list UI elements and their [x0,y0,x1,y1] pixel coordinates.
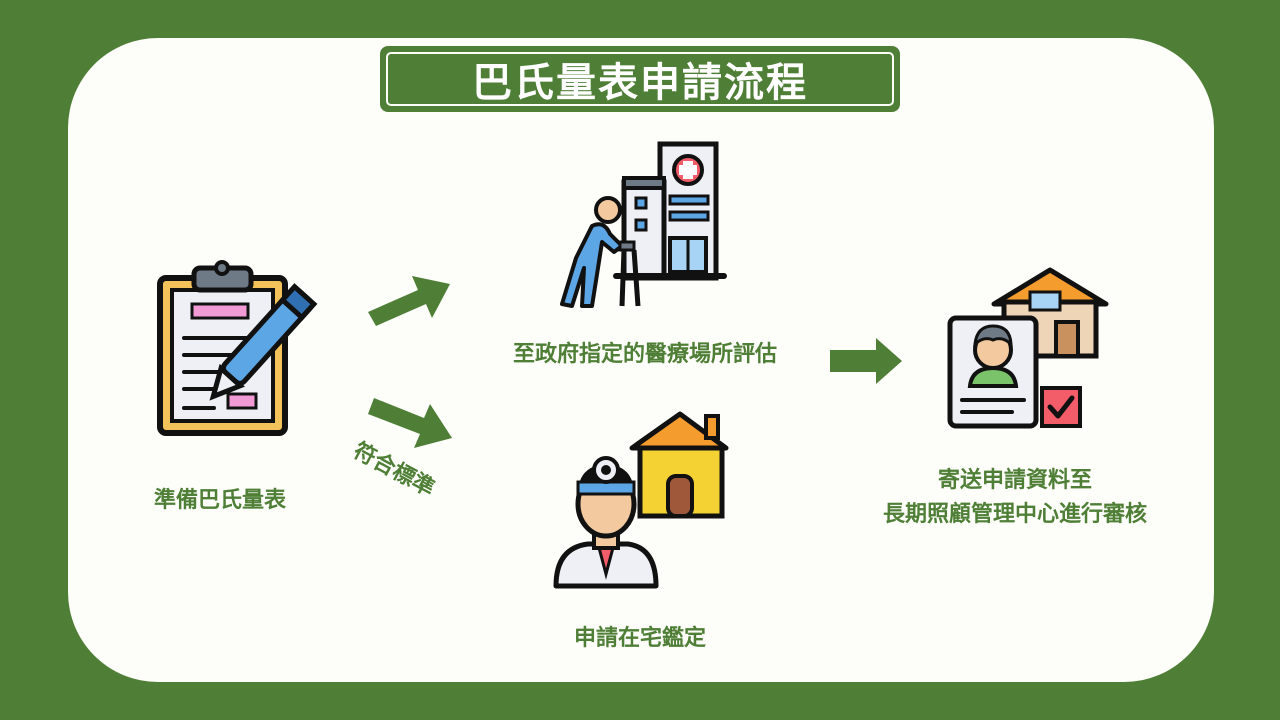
arrow-to-home [368,398,452,448]
elderly-walker-hospital-icon [560,141,727,308]
step-submit-line1: 寄送申請資料至 [937,468,1092,493]
step-hospital-label: 至政府指定的醫療場所評估 [512,342,777,367]
doctor-house-icon [553,411,729,589]
title-frame: 巴氏量表申請流程 [386,52,894,106]
clipboard-pen-icon [157,260,318,436]
step-prepare-label: 準備巴氏量表 [153,488,286,513]
page-title: 巴氏量表申請流程 [472,60,808,106]
title-banner: 巴氏量表申請流程 [380,46,900,112]
step-submit-line2: 長期照顧管理中心進行審核 [882,502,1147,527]
arrow-to-submit [830,338,902,384]
step-home-label: 申請在宅鑑定 [573,626,706,651]
arrow-to-hospital [368,276,450,326]
id-card-house-check-icon [947,267,1109,429]
